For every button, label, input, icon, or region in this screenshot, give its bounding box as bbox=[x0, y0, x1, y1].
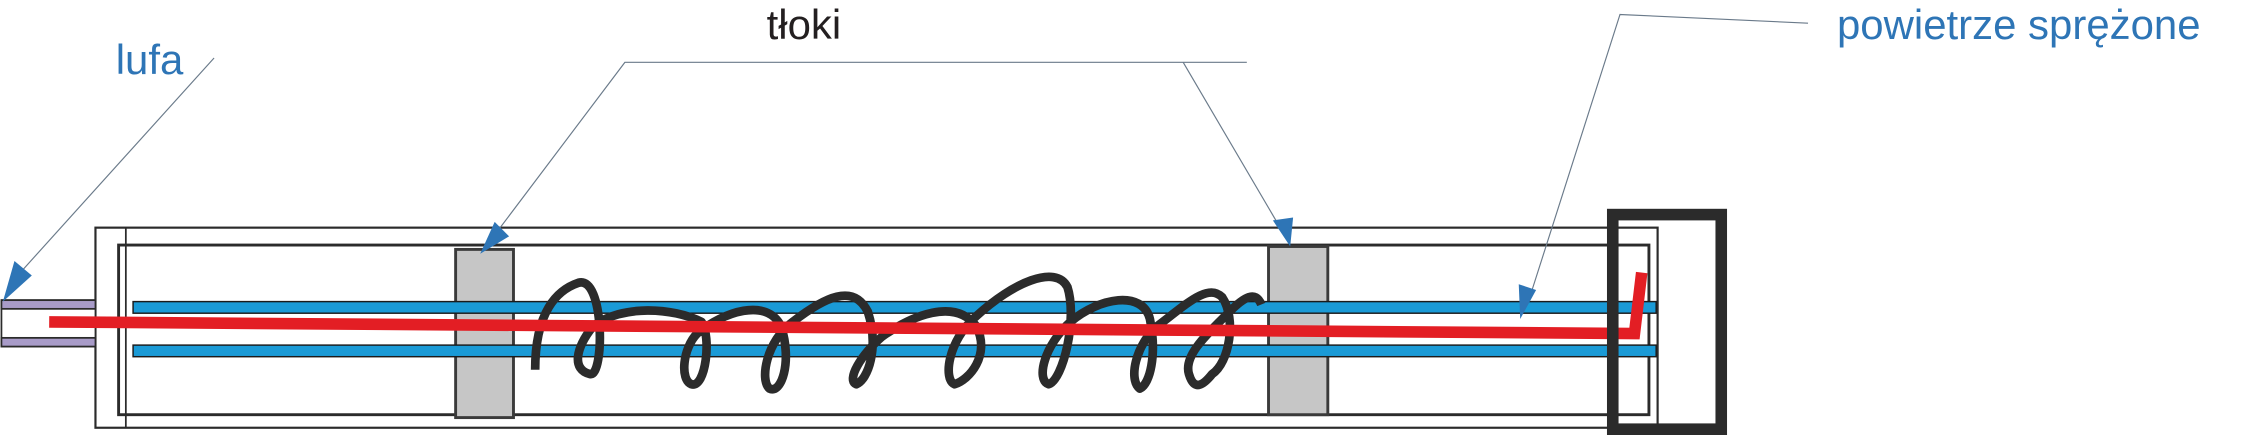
label-pistons: tłoki bbox=[767, 1, 842, 48]
end-cap bbox=[1606, 208, 1728, 435]
leader-lines bbox=[19, 13, 1809, 305]
tube-bottom bbox=[132, 344, 1657, 358]
barrel-wall-top bbox=[0, 299, 97, 310]
barrel-wall-bottom bbox=[0, 336, 97, 348]
label-barrel: lufa bbox=[116, 36, 184, 83]
arrow-air-icon bbox=[1518, 284, 1537, 319]
cylinder bbox=[117, 243, 1651, 417]
label-compressed-air: powietrze sprężone bbox=[1837, 1, 2201, 48]
arrow-barrel-icon bbox=[2, 261, 32, 302]
piston-left bbox=[454, 247, 515, 420]
arrow-piston-right-icon bbox=[1272, 217, 1294, 247]
arrow-piston-left-icon bbox=[480, 221, 510, 254]
air-flow-line bbox=[49, 271, 1648, 340]
tube-top bbox=[132, 300, 1657, 314]
